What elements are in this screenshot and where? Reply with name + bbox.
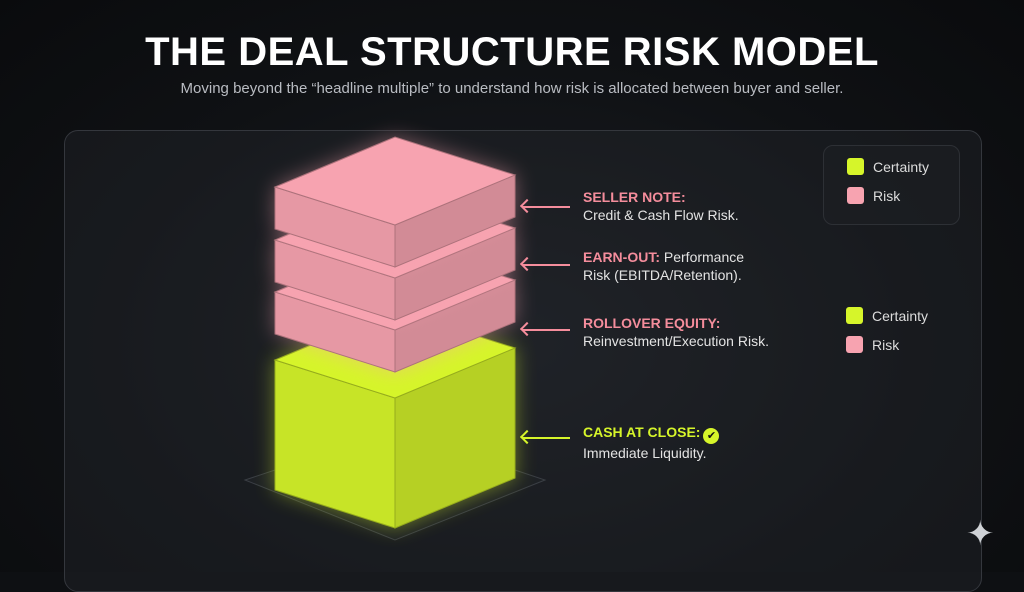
legend-top: Certainty Risk bbox=[823, 145, 960, 225]
arrow-seller-note bbox=[522, 206, 570, 208]
page-title: THE DEAL STRUCTURE RISK MODEL bbox=[145, 30, 879, 74]
legend-item-risk: Risk bbox=[823, 330, 958, 359]
label-seller-note: SELLER NOTE:Credit & Cash Flow Risk. bbox=[583, 189, 739, 223]
block-top-face bbox=[273, 136, 517, 226]
sparkle-icon: ✦ bbox=[966, 515, 995, 553]
legend-item-certainty: Certainty bbox=[823, 301, 958, 330]
label-rollover-equity: ROLLOVER EQUITY:Reinvestment/Execution R… bbox=[583, 315, 769, 349]
page-subtitle: Moving beyond the “headline multiple” to… bbox=[180, 80, 844, 97]
legend-item-risk: Risk bbox=[824, 181, 959, 210]
check-circle-icon: ✔ bbox=[703, 428, 720, 444]
certainty-swatch bbox=[846, 307, 863, 324]
label-cash-at-close: CASH AT CLOSE:✔Immediate Liquidity. bbox=[583, 423, 720, 462]
arrow-cash-at-close bbox=[522, 437, 570, 439]
block-stack bbox=[243, 136, 547, 541]
arrow-rollover-equity bbox=[522, 329, 570, 331]
risk-swatch bbox=[846, 336, 863, 353]
arrow-earn-out bbox=[522, 264, 570, 266]
risk-swatch bbox=[847, 187, 864, 204]
block-seller-note bbox=[273, 136, 517, 268]
legend-bottom: Certainty Risk bbox=[823, 301, 958, 359]
legend-item-certainty: Certainty bbox=[824, 152, 959, 181]
certainty-swatch bbox=[847, 158, 864, 175]
